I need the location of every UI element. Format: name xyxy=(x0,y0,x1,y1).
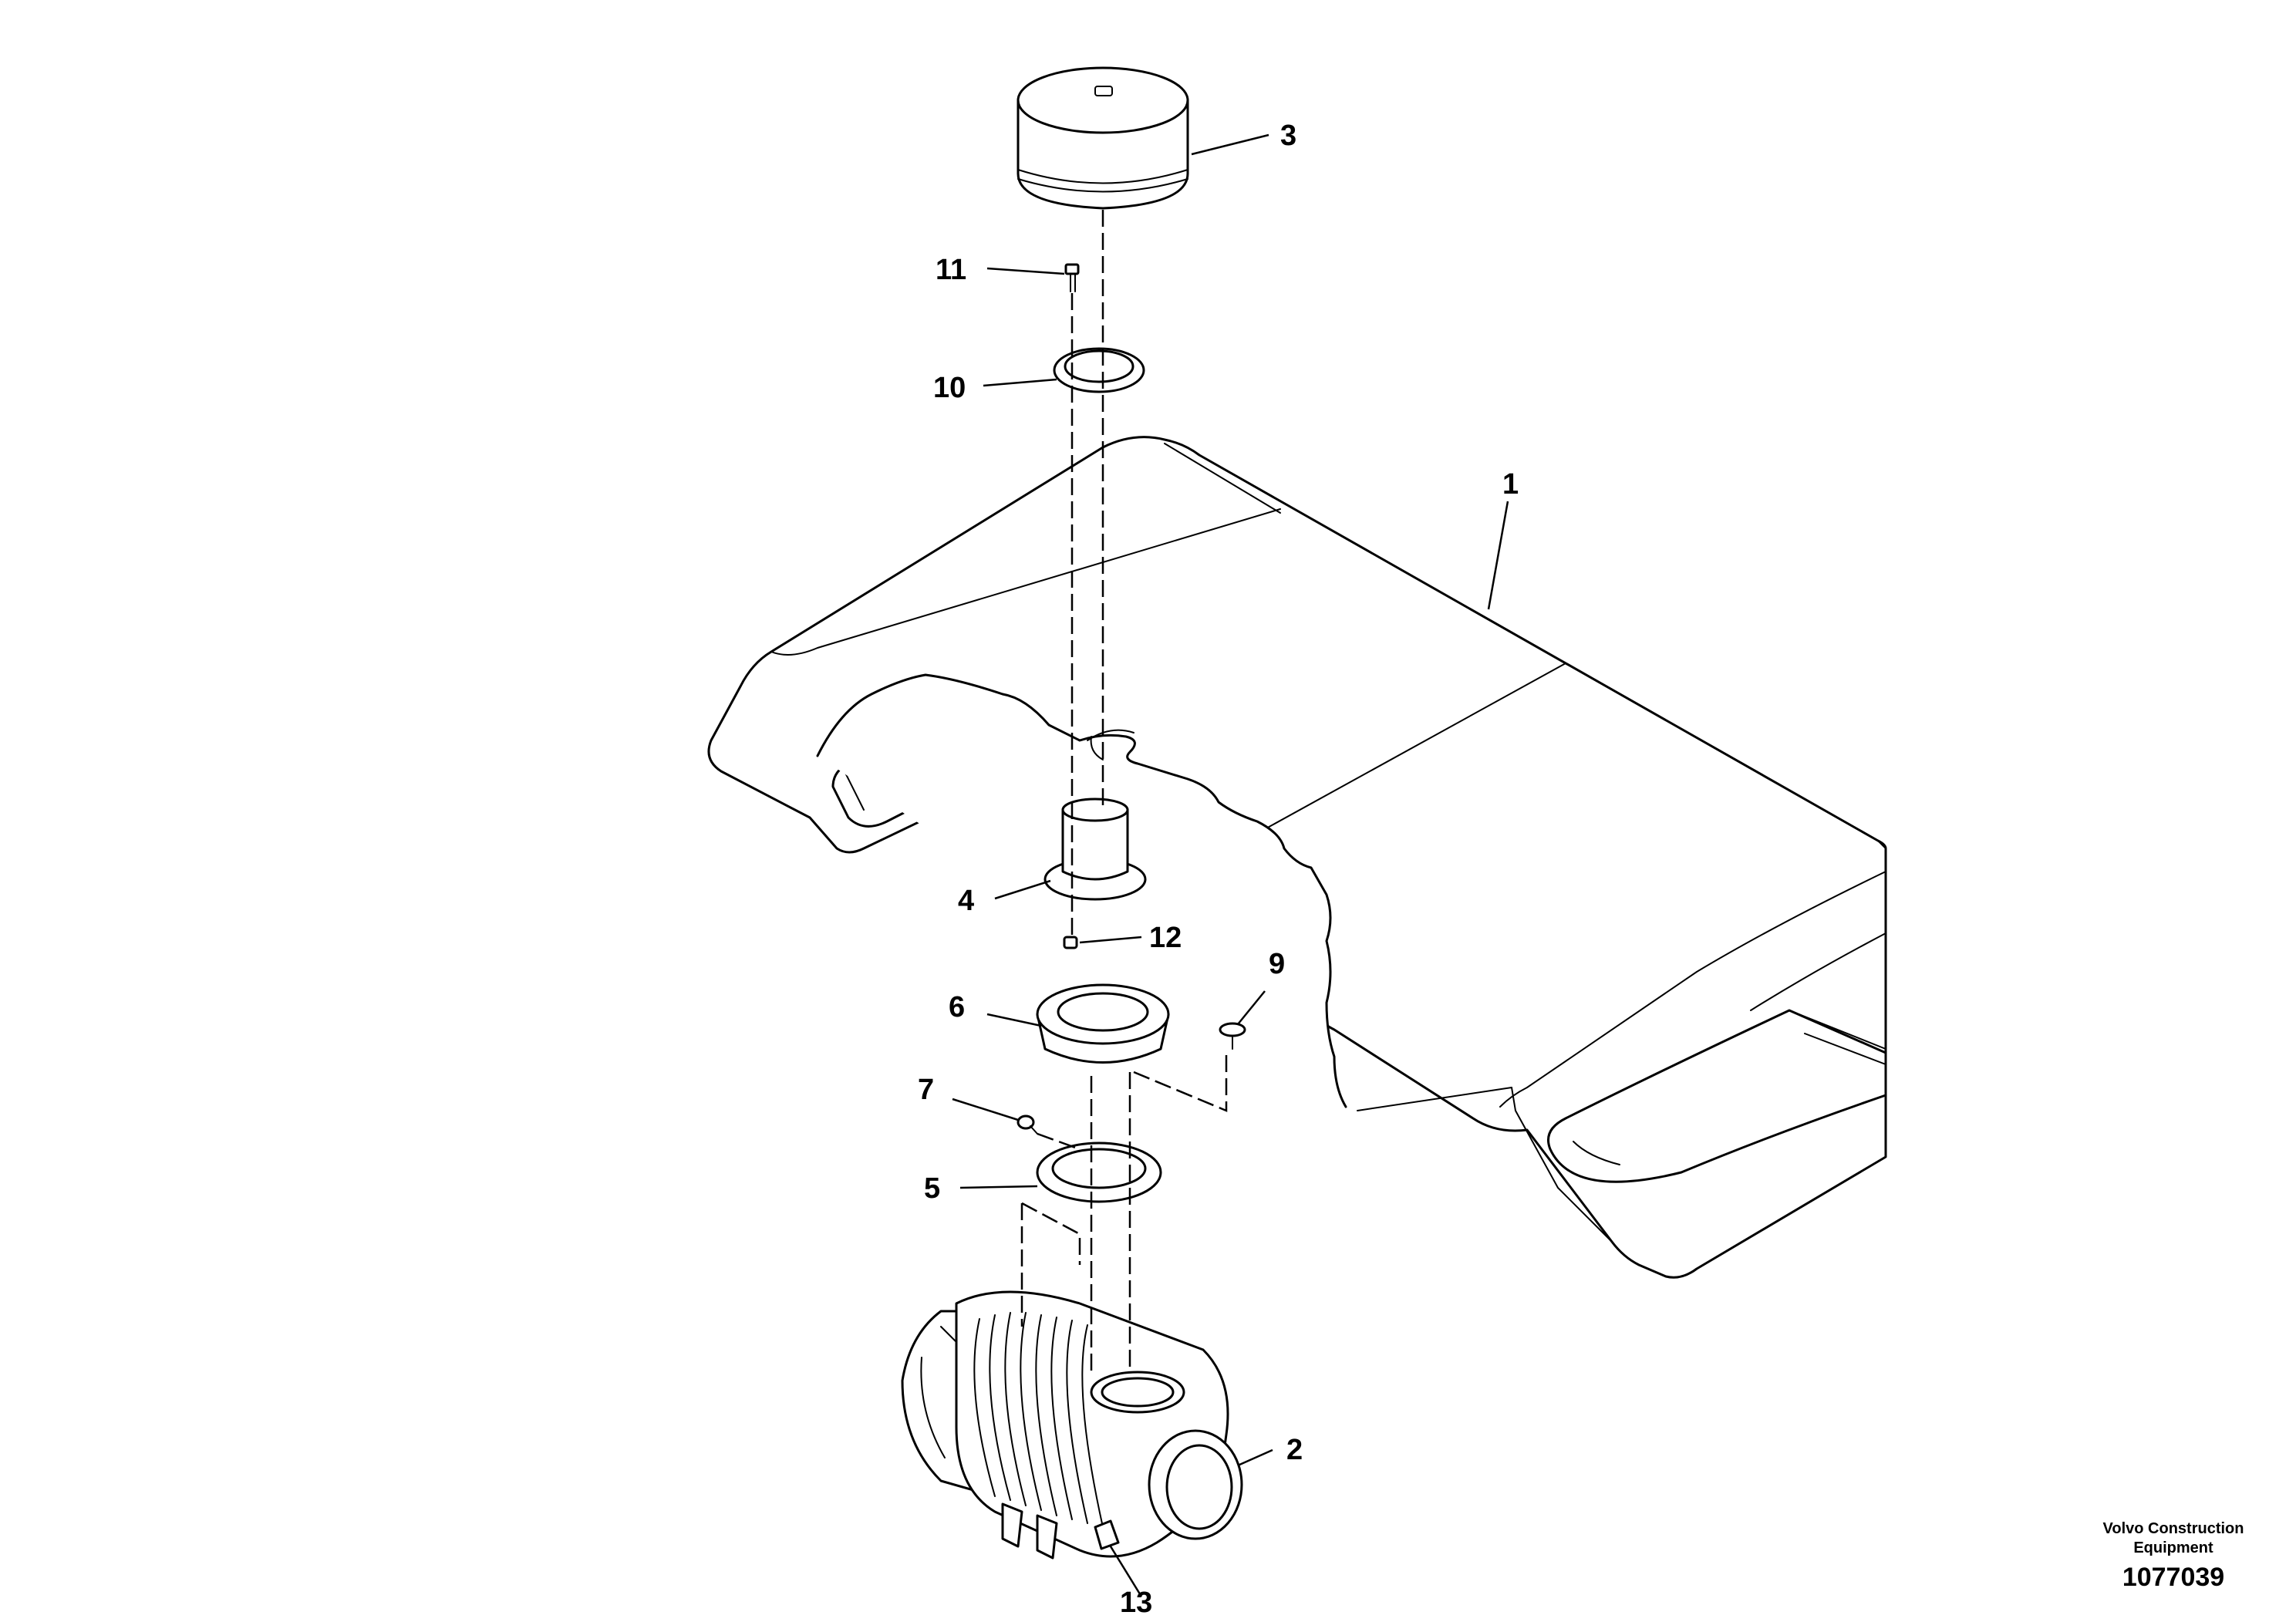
top-ring xyxy=(1053,347,1145,393)
callout-4: 4 xyxy=(958,885,974,917)
callout-10: 10 xyxy=(933,372,966,404)
callout-7: 7 xyxy=(918,1074,934,1106)
gasket-ring xyxy=(1036,1141,1162,1203)
callout-labels: 1 2 3 4 5 6 7 9 10 11 12 13 xyxy=(918,120,1519,1619)
air-filter-housing xyxy=(901,1290,1243,1560)
engine-hood xyxy=(707,436,1887,1279)
rubber-grommet xyxy=(1036,983,1170,1064)
callout-3: 3 xyxy=(1280,120,1296,152)
callout-12: 12 xyxy=(1149,922,1182,954)
nut xyxy=(1063,936,1078,949)
callout-5: 5 xyxy=(924,1172,940,1205)
brand-line-1: Volvo Construction xyxy=(2103,1520,2244,1537)
intake-pipe xyxy=(1043,798,1147,901)
callout-2: 2 xyxy=(1286,1434,1303,1466)
leader-lines xyxy=(952,133,1509,1597)
callout-9: 9 xyxy=(1269,948,1285,980)
callout-6: 6 xyxy=(949,991,965,1023)
plug xyxy=(1219,1022,1246,1050)
brand-block: Volvo Construction Equipment 1077039 xyxy=(2103,1520,2244,1592)
screw xyxy=(1017,1114,1038,1135)
pre-cleaner-cap xyxy=(1017,66,1189,210)
drawing-number: 1077039 xyxy=(2122,1563,2224,1592)
callout-13: 13 xyxy=(1120,1587,1152,1619)
callout-11: 11 xyxy=(936,254,966,286)
brand-line-2: Equipment xyxy=(2133,1539,2213,1556)
bolt-top xyxy=(1064,263,1080,292)
assembly-lines xyxy=(1020,210,1228,1373)
callout-1: 1 xyxy=(1502,468,1519,501)
